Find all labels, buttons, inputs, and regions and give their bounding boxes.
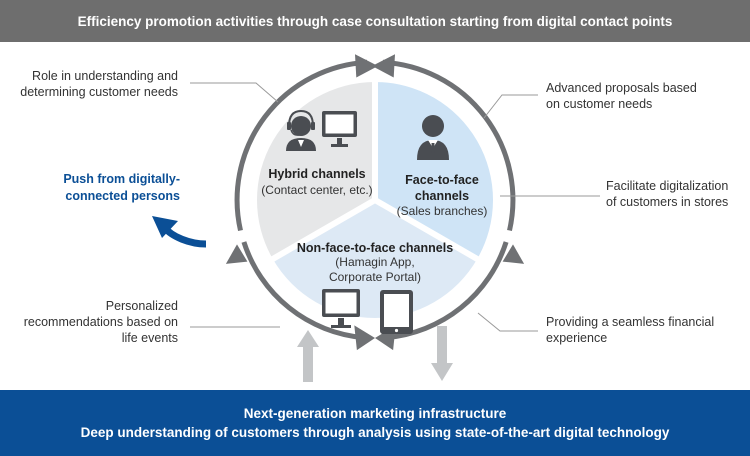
face-sub: (Sales branches): [396, 204, 488, 218]
hybrid-title: Hybrid channels: [268, 167, 366, 181]
monitor-icon: [322, 289, 360, 328]
monitor-icon: [322, 111, 357, 147]
businessman-icon: [417, 115, 449, 160]
label-personalized: Personalized recommendations based on li…: [23, 299, 178, 345]
label-seamless: Providing a seamless financial experienc…: [546, 315, 715, 345]
nonface-sub-2: Corporate Portal): [328, 270, 422, 284]
headset-person-icon: [286, 109, 316, 151]
header-banner: Efficiency promotion activities through …: [0, 0, 750, 42]
label-role: Role in understanding and determining cu…: [20, 69, 178, 99]
tablet-icon: [380, 290, 413, 334]
face-title-1: Face-to-face: [405, 173, 479, 187]
face-title-2: channels: [414, 189, 470, 203]
footer-banner: Next-generation marketing infrastructure…: [0, 390, 750, 456]
nonface-title: Non-face-to-face channels: [296, 241, 454, 255]
label-facilitate: Facilitate digitalization of customers i…: [606, 179, 729, 209]
label-push: Push from digitally- connected persons: [63, 172, 180, 203]
nonface-sub-1: (Hamagin App,: [335, 255, 415, 269]
header-title: Efficiency promotion activities through …: [77, 13, 673, 29]
hybrid-sub: (Contact center, etc.): [261, 183, 373, 197]
footer-line-2: Deep understanding of customers through …: [80, 425, 670, 440]
curved-arrow-icon: [152, 216, 207, 248]
label-advanced: Advanced proposals based on customer nee…: [546, 81, 697, 111]
down-arrow-icon: [431, 326, 453, 381]
footer-line-1: Next-generation marketing infrastructure: [243, 406, 507, 421]
up-arrow-icon: [297, 330, 319, 382]
